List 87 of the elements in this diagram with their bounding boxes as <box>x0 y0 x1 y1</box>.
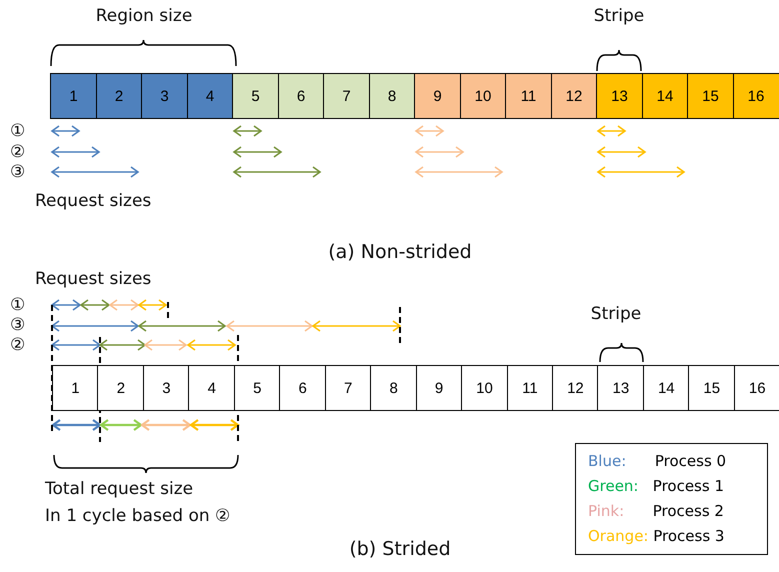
cell-number: 1 <box>69 88 78 104</box>
cell-number: 14 <box>656 88 674 104</box>
legend-text: Process 2 <box>652 502 724 520</box>
cell-number: 3 <box>162 380 171 396</box>
cell-number: 10 <box>476 380 493 396</box>
circled-number: ③ <box>10 317 26 334</box>
axis-note: Request sizes <box>35 271 152 288</box>
storage-cell <box>552 365 599 411</box>
cell-number: 6 <box>298 380 307 396</box>
legend-text: Process 3 <box>652 527 724 545</box>
cell-number: 13 <box>611 88 628 104</box>
cell-number: 4 <box>208 380 216 396</box>
legend-key: Orange: <box>588 527 648 545</box>
cell-number: 8 <box>389 380 398 396</box>
storage-cell <box>734 365 779 411</box>
cell-number: 13 <box>612 380 630 396</box>
legend-key: Green: <box>588 477 638 495</box>
cell-number: 16 <box>748 380 766 396</box>
storage-cell <box>505 73 552 119</box>
storage-cell <box>142 365 190 411</box>
storage-cell <box>323 73 370 119</box>
cell-number: 11 <box>520 88 536 104</box>
brace-label: Region size <box>96 8 192 25</box>
storage-cell <box>506 365 554 411</box>
storage-cell <box>416 365 463 411</box>
legend-key: Blue: <box>588 452 626 470</box>
axis-note: Request sizes <box>35 193 152 210</box>
circled-number: ① <box>10 123 26 140</box>
legend-key: Pink: <box>588 502 624 520</box>
cell-number: 7 <box>344 380 352 396</box>
sub-caption: (a) Non-strided <box>328 243 472 262</box>
storage-cell <box>324 365 372 411</box>
cell-number: 12 <box>566 88 582 104</box>
storage-cell <box>232 73 279 119</box>
storage-cell <box>688 365 736 411</box>
storage-cell <box>279 365 326 411</box>
legend-text: Process 1 <box>652 477 724 495</box>
cell-number: 8 <box>388 88 396 104</box>
storage-cell <box>278 73 324 119</box>
cell-number: 12 <box>567 380 584 396</box>
cell-number: 3 <box>160 88 169 104</box>
storage-cell <box>368 73 416 119</box>
brace-label: Stripe <box>590 306 642 323</box>
storage-cell <box>52 365 99 411</box>
storage-cell <box>597 365 644 411</box>
cell-number: 11 <box>522 380 538 396</box>
storage-cell <box>642 73 688 119</box>
circled-number: ③ <box>10 164 26 181</box>
cell-number: 16 <box>748 88 764 104</box>
storage-cell <box>50 73 97 119</box>
cell-number: 1 <box>71 380 80 396</box>
storage-cell <box>732 73 779 119</box>
storage-cell <box>188 365 236 411</box>
cell-number: 6 <box>296 88 306 104</box>
cell-number: 4 <box>206 88 214 104</box>
storage-cell <box>460 73 506 119</box>
storage-cell <box>141 73 188 119</box>
note-text: In 1 cycle based on ② <box>45 508 230 525</box>
cell-number: 14 <box>658 380 675 396</box>
storage-cell <box>97 365 144 411</box>
storage-cell <box>234 365 281 411</box>
storage-cell <box>96 73 142 119</box>
circled-number: ② <box>10 337 26 354</box>
cell-number: 2 <box>114 88 124 104</box>
storage-cell <box>687 73 734 119</box>
cell-number: 5 <box>253 380 262 396</box>
brace-label: Stripe <box>594 8 644 25</box>
storage-cell <box>550 73 598 119</box>
note-text: Total request size <box>45 481 194 498</box>
cell-number: 2 <box>116 380 126 396</box>
storage-cell <box>370 365 418 411</box>
cell-number: 15 <box>703 380 720 396</box>
circled-number: ① <box>10 297 26 314</box>
storage-cell <box>596 73 643 119</box>
circled-number: ② <box>10 144 26 161</box>
cell-number: 7 <box>342 88 351 104</box>
cell-number: 9 <box>433 88 442 104</box>
storage-cell <box>461 365 508 411</box>
cell-number: 15 <box>702 88 719 104</box>
storage-cell <box>414 73 461 119</box>
storage-cell <box>186 73 234 119</box>
sub-caption: (b) Strided <box>349 540 451 559</box>
legend-text: Process 0 <box>654 452 726 470</box>
cell-number: 10 <box>474 88 492 104</box>
cell-number: 5 <box>251 88 260 104</box>
storage-cell <box>642 365 690 411</box>
cell-number: 9 <box>434 380 444 396</box>
